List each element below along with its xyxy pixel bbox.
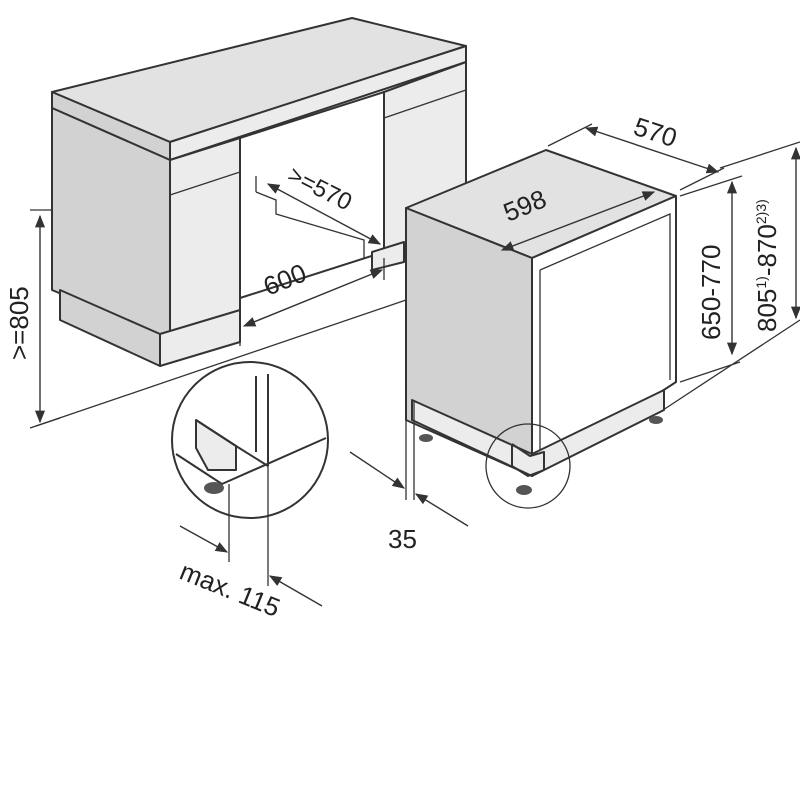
dimension-lines — [29, 123, 800, 607]
left-pedestal-front — [169, 137, 241, 341]
label-door-height-range: 650-770 — [696, 245, 726, 340]
label-total-height-dash: -870 — [752, 224, 782, 276]
kitchen-cabinet — [51, 17, 467, 367]
label-toe-recess: 35 — [388, 524, 417, 554]
label-total-height-sup-b: 2)3) — [753, 199, 769, 224]
dishwasher-plinth — [411, 389, 665, 477]
label-total-height-range: 8051)-8702)3) — [752, 199, 782, 332]
dishwasher-foot-left — [419, 434, 433, 442]
dishwasher-foot-right — [649, 416, 663, 424]
detail-circle — [171, 361, 329, 519]
right-plinth — [371, 241, 405, 271]
label-total-height-sup-a: 1) — [753, 276, 769, 288]
detail-callout-enlarged — [171, 361, 329, 586]
detail-callout-circle-small — [485, 423, 571, 509]
label-cabinet-height: >=805 — [4, 286, 34, 360]
label-total-height-base: 805 — [752, 289, 782, 332]
dishwasher-foot-front — [516, 485, 532, 495]
label-appliance-depth: 570 — [630, 111, 681, 153]
